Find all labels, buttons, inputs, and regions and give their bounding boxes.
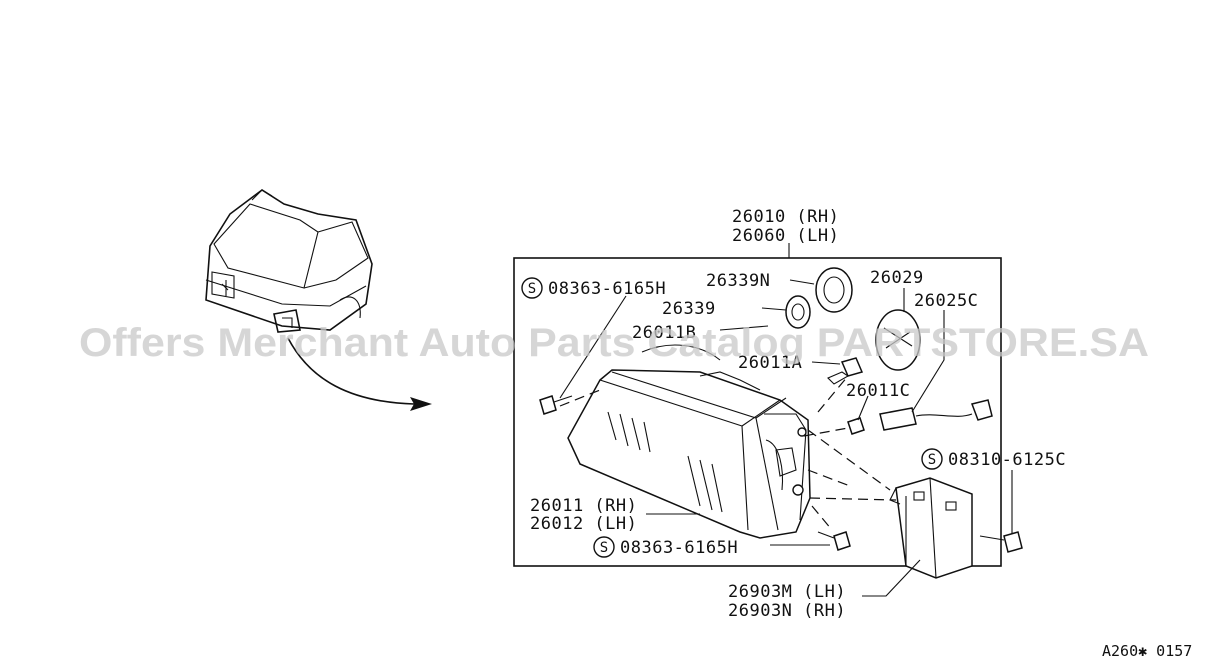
label-socket: 26025C <box>914 291 978 311</box>
symbol-s-top: S <box>521 277 543 299</box>
bulb-26011a <box>827 357 864 385</box>
mounting-bracket <box>889 477 973 579</box>
label-bulb-b: 26011B <box>632 323 696 343</box>
label-bulb-c: 26011C <box>846 381 910 401</box>
label-screw-top: 08363-6165H <box>548 279 666 299</box>
label-lens-lh: 26012 (LH) <box>530 514 637 534</box>
label-bracket-lh: 26903M (LH) <box>728 582 846 602</box>
dash-line-1 <box>807 429 891 491</box>
symbol-s-right: S <box>921 448 943 470</box>
dash-line-3 <box>807 469 851 487</box>
lamp-cover <box>875 309 921 371</box>
socket-cap-n <box>815 267 853 313</box>
label-assy-rh: 26010 (RH) <box>732 207 839 227</box>
svg-text:S: S <box>928 452 936 468</box>
label-bracket-rh: 26903N (RH) <box>728 601 846 621</box>
label-cover: 26029 <box>870 268 924 288</box>
label-screw-bottom: 08363-6165H <box>620 538 738 558</box>
label-socket-cap: 26339 <box>662 299 716 319</box>
dash-line-2 <box>809 497 897 501</box>
dash-line-6 <box>559 389 601 407</box>
label-assy-lh: 26060 (LH) <box>732 226 839 246</box>
symbol-s-bottom: S <box>593 536 615 558</box>
vehicle-sketch <box>205 189 373 333</box>
bulb-26011c <box>847 417 865 435</box>
label-socket-cap-n: 26339N <box>706 271 770 291</box>
pointer-arrow <box>287 337 432 411</box>
leader-lines <box>559 279 1013 597</box>
screw-right <box>979 531 1023 553</box>
dash-line-5 <box>811 505 833 531</box>
svg-text:S: S <box>528 281 536 297</box>
svg-text:S: S <box>600 540 608 556</box>
label-lens-rh: 26011 (RH) <box>530 496 637 516</box>
screw-top-left <box>539 395 573 415</box>
dash-line-7 <box>817 375 849 413</box>
diagram-code: A260✱ 0157 <box>1102 642 1192 660</box>
label-bulb-a: 26011A <box>738 353 802 373</box>
screw-bottom <box>817 531 851 551</box>
assembly-frame <box>513 257 1002 567</box>
headlamp-assembly <box>567 344 811 539</box>
socket-cap <box>785 295 811 329</box>
label-screw-right: 08310-6125C <box>948 450 1066 470</box>
watermark-text: Offers Merchant Auto Parts Catalog PARTS… <box>79 321 1149 365</box>
dash-line-4 <box>803 427 849 437</box>
socket-harness <box>879 399 993 431</box>
